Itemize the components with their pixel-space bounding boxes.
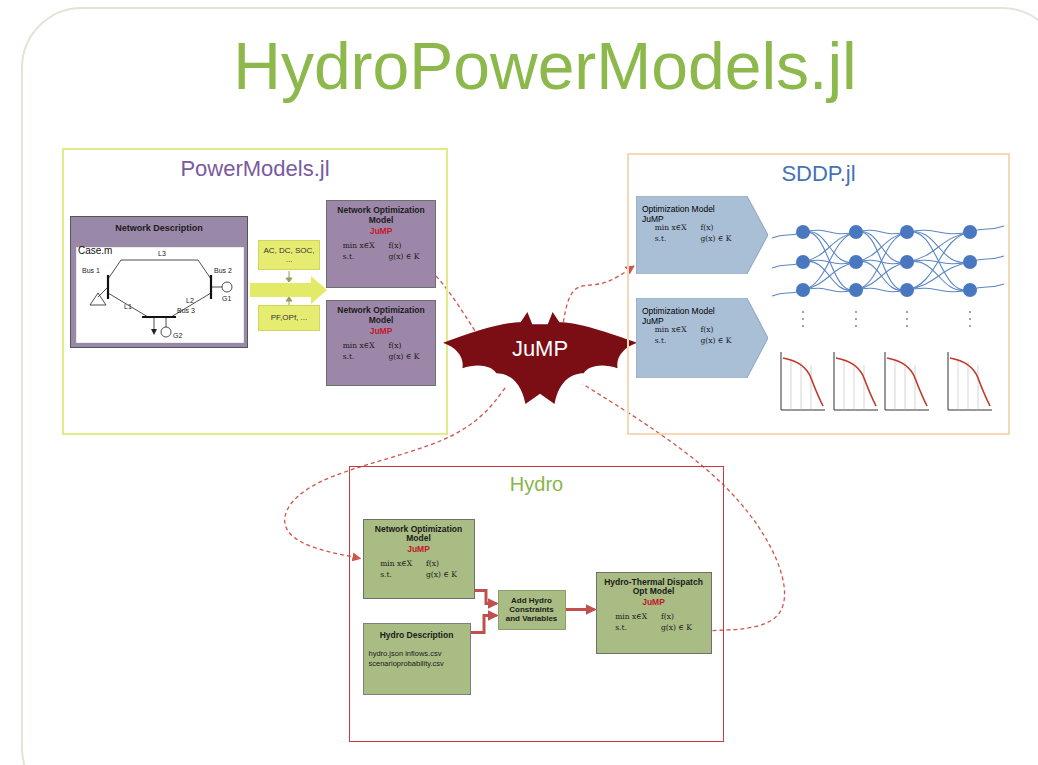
jump-label: JuMP <box>512 336 568 362</box>
formula-term: g(x) ∈ K <box>701 235 732 243</box>
formula-term: s.t. <box>380 571 412 579</box>
group-region: Optimization ModelJuMPmin x∈Xf(x)s.t.g(x… <box>627 153 1010 435</box>
formula-term: min x∈X <box>615 613 647 621</box>
box-heading: Network Optimization Model <box>332 306 430 326</box>
formula-term: min x∈X <box>343 242 375 250</box>
formula: min x∈X f(x) s.t. g(x) ∈ K <box>332 242 430 262</box>
jump-tag: JuMP <box>642 214 744 224</box>
schematic-label: Bus 2 <box>214 267 232 274</box>
model-box: Network Optimization ModelJuMP min x∈X f(x… <box>326 200 436 288</box>
box-heading: Hydro-Thermal Dispatch Opt Model <box>602 578 706 598</box>
slide-frame <box>22 8 1038 765</box>
box-subtext: hydro.json inflows.csv scenarioprobabili… <box>369 649 465 669</box>
flow-arrow <box>475 591 497 604</box>
cost-to-go-charts <box>781 352 992 410</box>
network-schematic <box>76 247 244 343</box>
model-box: Hydro-Thermal Dispatch Opt ModelJuMP min … <box>596 572 712 654</box>
jump-tag: JuMP <box>369 544 469 554</box>
dashed-link <box>436 276 477 334</box>
jump-tag: JuMP <box>642 316 744 326</box>
box-heading: AC, DC, SOC, ... <box>262 246 316 264</box>
schematic-label: Bus 1 <box>82 267 100 274</box>
box-heading: Network Optimization Model <box>369 525 469 545</box>
formula-term: min x∈X <box>380 560 412 568</box>
jump-tag: JuMP <box>332 326 430 336</box>
process-box: Add Hydro Constraints and Variables <box>498 590 566 630</box>
network-description-box: Network DescriptionCase.m <box>70 216 248 348</box>
transform-arrow <box>250 276 327 304</box>
flow-arrow <box>566 608 595 611</box>
model-arrow-box: Optimization ModelJuMPmin x∈X f(x) s.t. g(x… <box>636 196 768 274</box>
jump-tag: JuMP <box>602 597 706 607</box>
formula-term: f(x) <box>426 560 457 568</box>
formula-term: min x∈X <box>655 224 687 232</box>
formula-term: g(x) ∈ K <box>661 624 692 632</box>
flow-arrow <box>471 616 497 633</box>
box-heading: PF,OPf, ... <box>271 313 307 322</box>
scenario-tree <box>772 225 1004 327</box>
dashed-link <box>563 266 634 322</box>
region-title: Hydro <box>350 467 723 496</box>
box-heading: Add Hydro Constraints and Variables <box>503 596 561 624</box>
formula-term: g(x) ∈ K <box>389 353 420 361</box>
formula-term: s.t. <box>343 253 375 261</box>
region-title: SDDP.jl <box>629 155 1008 187</box>
box-heading: Optimization Model <box>642 204 744 214</box>
formula-term: f(x) <box>389 242 420 250</box>
schematic-label: L3 <box>158 250 166 257</box>
formula: min x∈X f(x) s.t. g(x) ∈ K <box>369 560 469 580</box>
schematic-label: L2 <box>186 297 194 304</box>
formula-term: s.t. <box>615 624 647 632</box>
formula: min x∈X f(x) s.t. g(x) ∈ K <box>642 326 744 346</box>
jump-tag: JuMP <box>332 226 430 236</box>
formula: min x∈X f(x) s.t. g(x) ∈ K <box>332 342 430 362</box>
formula-term: g(x) ∈ K <box>701 337 732 345</box>
formula-term: f(x) <box>389 342 420 350</box>
formula-term: f(x) <box>701 224 732 232</box>
formula-term: g(x) ∈ K <box>426 571 457 579</box>
jump-bat-shape: JuMP <box>443 312 637 404</box>
model-box: Network Optimization ModelJuMP min x∈X f(x… <box>363 519 475 599</box>
schematic-label: G2 <box>173 332 182 339</box>
model-box: Network Optimization ModelJuMP min x∈X f(x… <box>326 300 436 386</box>
formula-term: g(x) ∈ K <box>389 253 420 261</box>
group-region: Network Optimization ModelJuMPmin x∈Xf(x… <box>349 466 724 742</box>
formula-term: s.t. <box>655 337 687 345</box>
page-title: HydroPowerModels.jl <box>26 30 1038 103</box>
region-title: PowerModels.jl <box>64 150 446 182</box>
formula: min x∈X f(x) s.t. g(x) ∈ K <box>642 224 744 244</box>
formula-term: min x∈X <box>655 326 687 334</box>
formula-term: f(x) <box>701 326 732 334</box>
box-heading: Network Optimization Model <box>332 206 430 226</box>
formula: min x∈X f(x) s.t. g(x) ∈ K <box>602 613 706 633</box>
schematic-label: L1 <box>124 303 132 310</box>
model-arrow-box: Optimization ModelJuMPmin x∈X f(x) s.t. g(x… <box>636 298 768 378</box>
formula-term: s.t. <box>343 353 375 361</box>
option-box: PF,OPf, ... <box>258 305 320 331</box>
box-heading: Optimization Model <box>642 306 744 316</box>
box-heading: Hydro Description <box>369 630 465 640</box>
formula-term: min x∈X <box>343 342 375 350</box>
option-box: AC, DC, SOC, ... <box>258 240 320 270</box>
box-heading: Network Description <box>75 223 243 233</box>
group-region: Network DescriptionCase.m AC, DC, SOC, ..… <box>62 148 448 435</box>
option-arrows <box>286 271 292 305</box>
formula-term: f(x) <box>661 613 692 621</box>
schematic-label: Bus 3 <box>177 307 195 314</box>
input-files-box: Hydro Description hydro.json inflows.csv … <box>363 623 471 695</box>
schematic-label: G1 <box>222 295 231 302</box>
formula-term: s.t. <box>655 235 687 243</box>
